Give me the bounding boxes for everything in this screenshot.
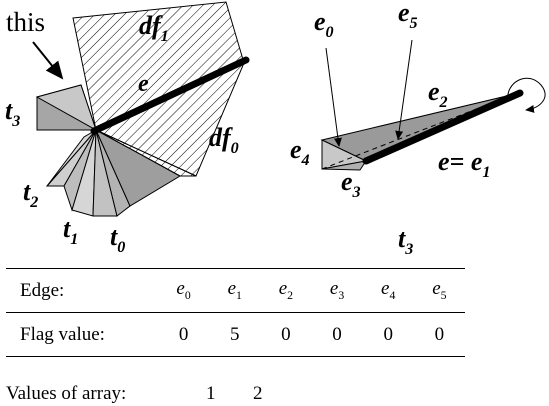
label-e4: e4 [290,135,310,169]
label-e2: e2 [428,77,448,111]
label-df0: df0 [209,123,239,157]
array-value-2: 2 [253,383,263,404]
flag-value-e5: 0 [413,312,465,357]
label-t0: t0 [110,222,125,256]
edge-header-e5: e5 [413,268,465,313]
flag-value-e4: 0 [362,312,414,357]
edge-flag-table: Edge: e0 e1 e2 e3 e4 e5 Flag value: 0 5 … [6,268,465,357]
label-this: this [6,7,45,37]
hatched-face-join [95,129,197,177]
label-t3-left: t3 [5,96,20,130]
array-value-1: 1 [206,383,216,404]
edge-row-label: Edge: [6,268,158,313]
triangle-t3-right-top [320,93,516,162]
label-e-left: e [138,71,149,97]
flag-value-e2: 0 [260,312,312,357]
left-figure: this df1 e df0 t3 t2 t1 t0 [5,1,250,256]
right-figure: e0 e5 e2 e4 e3 e= e1 t3 [290,0,546,258]
flag-value-e3: 0 [311,312,363,357]
arrow-e0 [325,47,342,147]
edge-header-e4: e4 [362,268,414,313]
triangle-fan-top [46,129,97,187]
label-df1: df1 [139,11,169,45]
label-e0: e0 [314,7,334,41]
rotation-arrow [507,77,546,113]
edge-header-e1: e1 [209,268,261,313]
label-e-equals-e1: e= e1 [438,147,490,181]
flag-value-e0: 0 [158,312,210,357]
table-row-edges: Edge: e0 e1 e2 e3 e4 e5 [6,268,465,313]
label-t3-right: t3 [398,224,413,258]
triangle-t3-top [35,84,97,132]
table-row-flags: Flag value: 0 5 0 0 0 0 [6,312,465,357]
array-label: Values of array: [6,383,127,404]
edge-header-e2: e2 [260,268,312,313]
label-t2: t2 [23,177,38,211]
edge-header-e0: e0 [158,268,210,313]
mesh-diagram: this df1 e df0 t3 t2 t1 t0 [5,0,546,258]
flag-row-label: Flag value: [6,312,158,357]
flag-value-e1: 5 [209,312,261,357]
label-e5: e5 [398,0,418,32]
label-e3: e3 [341,167,361,201]
arrow-e5 [395,39,413,140]
label-t1: t1 [63,214,78,248]
this-arrow [32,41,64,80]
array-values-row: Values of array: 1 2 [6,383,263,405]
triangle-t3-right-front [321,160,368,171]
edge-e-left [90,56,250,135]
edge-e1 [362,89,524,165]
edge-header-e3: e3 [311,268,363,313]
